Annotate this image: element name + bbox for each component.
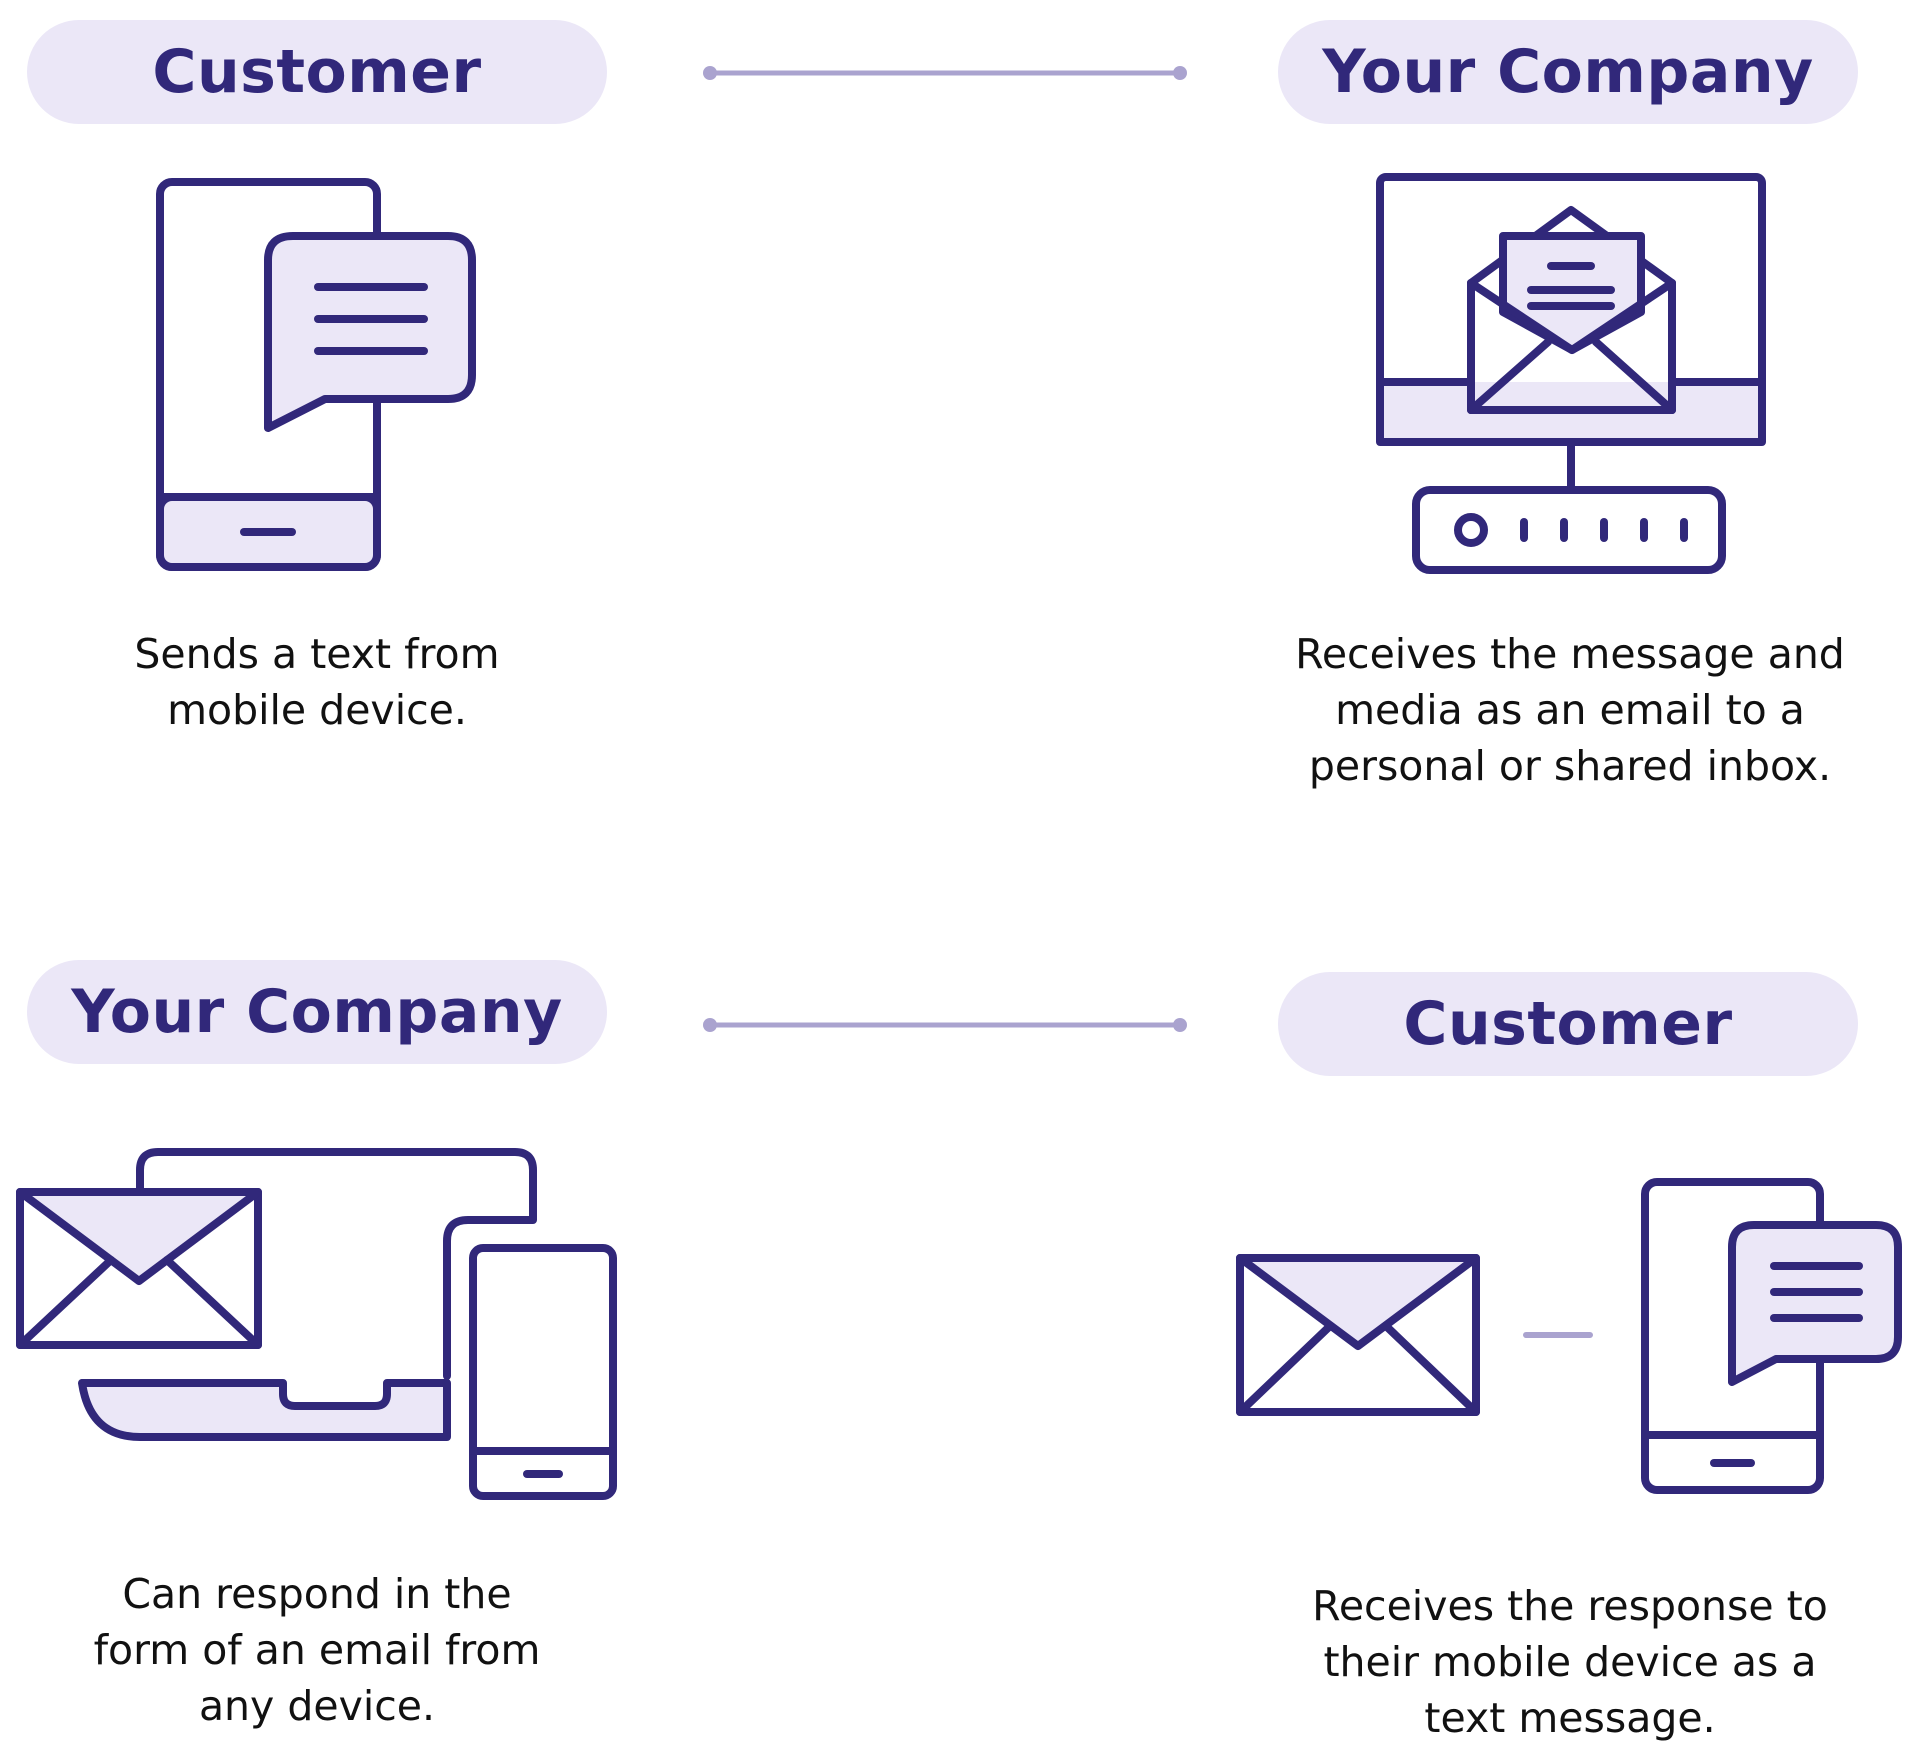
actor-pill-your-company: Your Company [27,960,607,1064]
step-description: Can respond in the form of an email from… [17,1566,617,1734]
description-line: text message. [1424,1694,1716,1742]
step-description: Receives the message and media as an ema… [1270,626,1870,794]
description-line: Can respond in the [122,1570,512,1618]
actor-label: Customer [1403,989,1733,1059]
phone-chat-icon [156,178,476,571]
actor-label: Your Company [1322,37,1814,107]
actor-pill-customer: Customer [1278,972,1858,1076]
description-line: media as an email to a [1335,686,1805,734]
description-line: any device. [198,1682,436,1730]
step-description: Receives the response to their mobile de… [1270,1578,1870,1746]
actor-pill-customer: Customer [27,20,607,124]
actor-pill-your-company: Your Company [1278,20,1858,124]
monitor-email-icon [1376,173,1766,574]
description-line: their mobile device as a [1323,1638,1817,1686]
description-line: Receives the message and [1295,630,1845,678]
connector-line [703,1018,1187,1032]
description-line: personal or shared inbox. [1308,742,1832,790]
description-line: form of an email from [93,1626,541,1674]
connector-line [703,66,1187,80]
description-line: Sends a text from [134,630,500,678]
description-line: Receives the response to [1312,1582,1828,1630]
description-line: mobile device. [167,686,467,734]
actor-label: Customer [152,37,482,107]
step-description: Sends a text from mobile device. [17,626,617,738]
actor-label: Your Company [71,977,563,1047]
devices-email-icon [16,1148,617,1500]
email-to-phone-icon [1236,1178,1902,1494]
